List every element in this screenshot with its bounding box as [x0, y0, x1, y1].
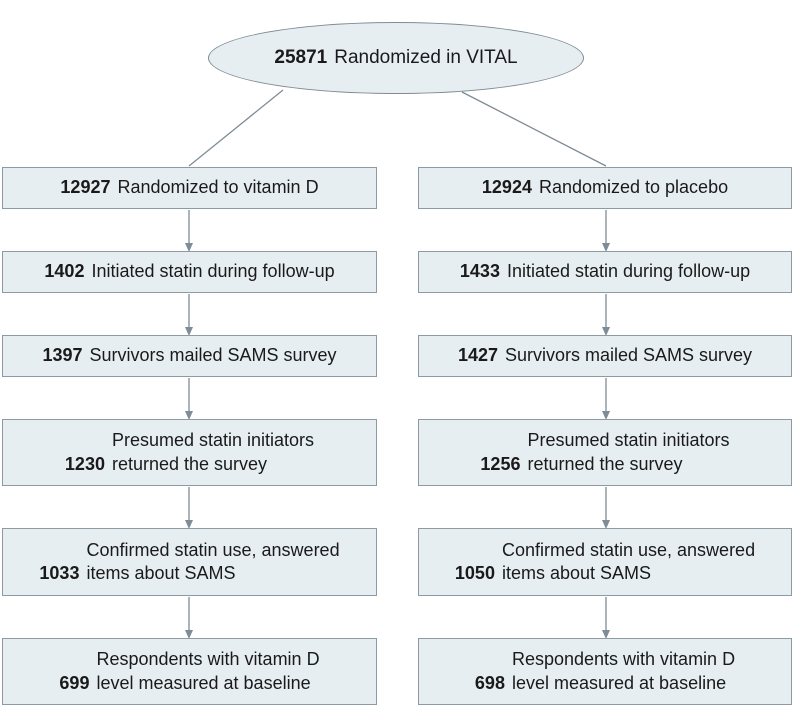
step-label-line1: Respondents with vitamin D: [96, 649, 320, 670]
step-count: 1397: [42, 345, 83, 366]
placebo-step-initiated-statin: 1433 Initiated statin during follow-up: [418, 251, 792, 293]
vitd-step-confirmed-statin: 1033 Confirmed statin use, answered items …: [2, 528, 377, 596]
root-label: Randomized in VITAL: [334, 47, 518, 68]
step-label-line1: Respondents with vitamin D: [511, 649, 736, 670]
placebo-step-survey-mailed: 1427 Survivors mailed SAMS survey: [418, 335, 792, 377]
step-label: Randomized to placebo: [538, 177, 729, 198]
step-label: Initiated statin during follow-up: [506, 261, 751, 282]
step-count: 1033: [39, 563, 80, 583]
placebo-step-randomized: 12924 Randomized to placebo: [418, 167, 792, 209]
root-node-randomized-vital: 25871 Randomized in VITAL: [208, 22, 584, 94]
split-line-left: [188, 89, 284, 167]
step-count: 1256: [480, 453, 521, 474]
step-count: 12924: [481, 177, 532, 198]
step-label-line2: returned the survey: [111, 453, 268, 474]
step-label-line1: Presumed statin initiators: [527, 430, 730, 451]
step-count: 12927: [60, 177, 111, 198]
step-label-line2: level measured at baseline: [511, 672, 727, 693]
step-label-line2: items about SAMS: [501, 563, 652, 583]
step-label-line1: Confirmed statin use, answered: [501, 539, 756, 560]
vitd-step-initiated-statin: 1402 Initiated statin during follow-up: [2, 251, 377, 293]
split-line-right: [461, 91, 607, 167]
vitd-step-randomized: 12927 Randomized to vitamin D: [2, 167, 377, 209]
vitd-step-survey-mailed: 1397 Survivors mailed SAMS survey: [2, 335, 377, 377]
step-label-line2: items about SAMS: [86, 563, 236, 583]
step-label: Survivors mailed SAMS survey: [504, 345, 753, 366]
step-count: 1402: [44, 261, 85, 282]
step-count: 699: [59, 672, 90, 693]
step-label: Survivors mailed SAMS survey: [89, 345, 337, 366]
placebo-step-confirmed-statin: 1050 Confirmed statin use, answered items …: [418, 528, 792, 596]
step-label-line2: returned the survey: [527, 453, 683, 474]
step-label-line1: Confirmed statin use, answered: [86, 539, 340, 560]
step-count: 1427: [457, 345, 498, 366]
step-label-line2: level measured at baseline: [96, 672, 311, 693]
step-label-line1: Presumed statin initiators: [111, 430, 315, 451]
step-count: 1433: [459, 261, 500, 282]
step-count: 1230: [64, 453, 105, 474]
step-label: Initiated statin during follow-up: [91, 261, 335, 282]
step-label: Randomized to vitamin D: [117, 177, 319, 198]
step-count: 698: [474, 672, 505, 693]
root-count: 25871: [274, 47, 328, 68]
step-count: 1050: [454, 563, 495, 583]
